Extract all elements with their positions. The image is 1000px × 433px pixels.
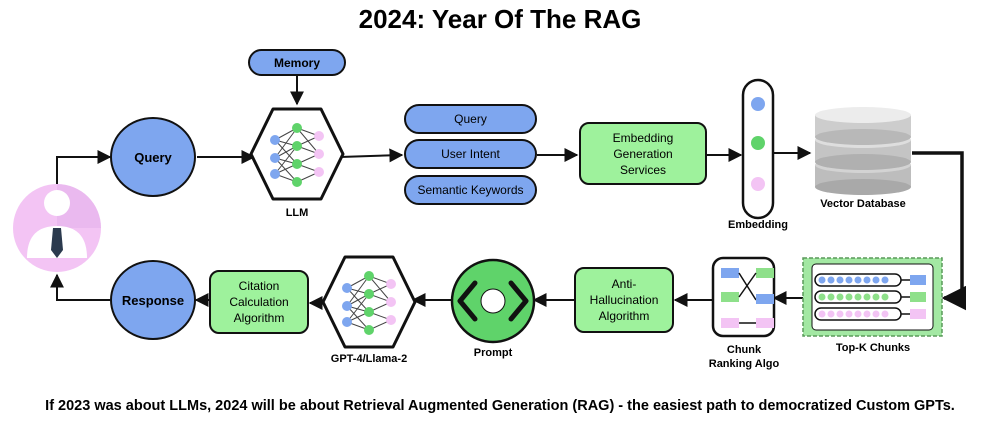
database-icon bbox=[815, 107, 911, 195]
embedding-vector-icon bbox=[741, 78, 775, 220]
neural-network-icon bbox=[249, 107, 345, 201]
prompt-label: Prompt bbox=[473, 347, 513, 359]
query-node: Query bbox=[110, 117, 196, 197]
ranking-shuffle-icon bbox=[711, 256, 776, 338]
chunk-ranking-label: Chunk Ranking Algo bbox=[708, 344, 780, 370]
topk-chunks-panel bbox=[802, 257, 943, 337]
diagram-caption: If 2023 was about LLMs, 2024 will be abo… bbox=[45, 398, 955, 414]
diagram-title: 2024: Year Of The RAG bbox=[358, 4, 642, 34]
arrow-vectordb-to-topk bbox=[912, 151, 967, 311]
output-user-intent: User Intent bbox=[404, 139, 537, 169]
embedding-label: Embedding bbox=[728, 219, 788, 231]
output-semantic-keywords: Semantic Keywords bbox=[404, 175, 537, 205]
response-node: Response bbox=[110, 260, 196, 340]
gpt-label: GPT-4/Llama-2 bbox=[330, 353, 408, 365]
memory-node: Memory bbox=[248, 49, 346, 76]
code-brackets-icon bbox=[450, 258, 536, 344]
citation-node: Citation Calculation Algorithm bbox=[209, 270, 309, 334]
topk-chunks-label: Top-K Chunks bbox=[835, 342, 911, 354]
output-query: Query bbox=[404, 104, 537, 134]
embedding-services-node: Embedding Generation Services bbox=[579, 122, 707, 185]
vector-database-label: Vector Database bbox=[820, 198, 906, 210]
chunk-row-pink bbox=[814, 307, 926, 321]
arrow-response-to-user bbox=[50, 273, 110, 301]
chunk-row-blue bbox=[814, 273, 926, 287]
llm-label: LLM bbox=[285, 207, 309, 219]
user-avatar-icon bbox=[13, 184, 101, 272]
arrow-llm-to-outputs bbox=[339, 148, 404, 163]
neural-network-icon bbox=[321, 255, 417, 349]
anti-hallucination-node: Anti-Hallucination Algorithm bbox=[574, 267, 674, 333]
chunk-row-green bbox=[814, 290, 926, 304]
arrow-user-to-query bbox=[56, 150, 112, 184]
